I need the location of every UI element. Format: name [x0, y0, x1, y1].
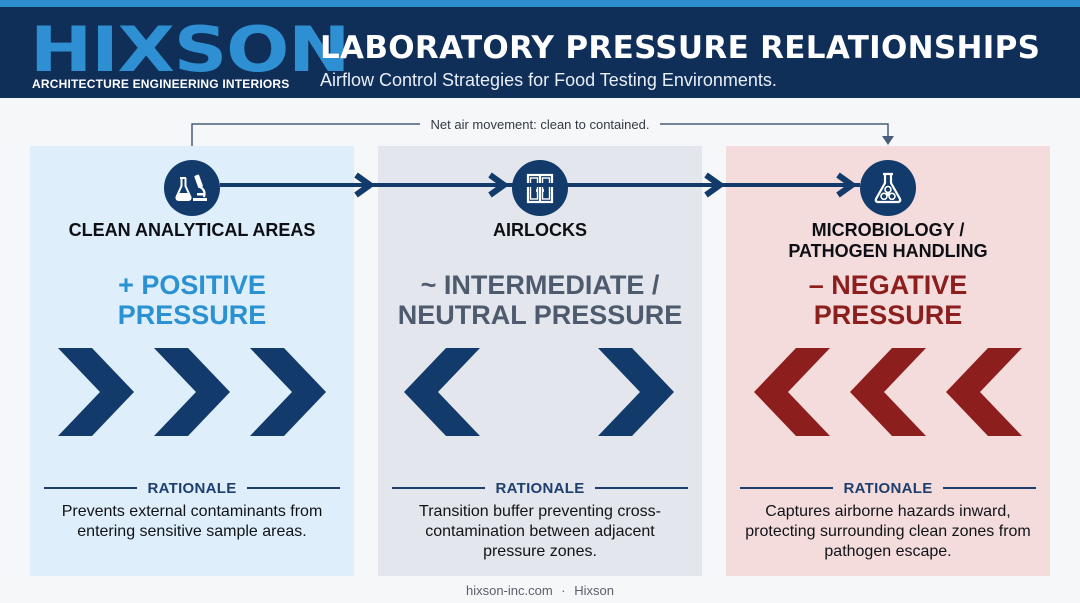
- pressure-line: + POSITIVE: [118, 270, 266, 300]
- rationale-header: RATIONALE: [740, 479, 1036, 497]
- chevron-left-icon: [850, 348, 926, 436]
- rationale-header: RATIONALE: [44, 479, 340, 497]
- biohazard-flask-icon: [860, 160, 916, 216]
- zone-panel-airlocks: AIRLOCKS ~ INTERMEDIATE / NEUTRAL PRESSU…: [378, 146, 702, 576]
- footer: hixson-inc.com · Hixson: [0, 583, 1080, 598]
- chevron-right-icon: [154, 348, 230, 436]
- divider: [740, 487, 834, 489]
- zone-panel-clean-analytical: CLEAN ANALYTICAL AREAS + POSITIVE PRESSU…: [30, 146, 354, 576]
- page-subtitle: Airflow Control Strategies for Food Test…: [320, 70, 777, 90]
- flow-arrow-icon: [354, 172, 376, 198]
- divider: [392, 487, 486, 489]
- arrowhead-down-icon: [882, 136, 894, 145]
- chevron-left-icon: [754, 348, 830, 436]
- page-title: LABORATORY PRESSURE RELATIONSHIPS: [320, 30, 1041, 66]
- chevron-right-icon: [250, 348, 326, 436]
- chevron-left-icon: [946, 348, 1022, 436]
- header-banner: HIXSON ARCHITECTURE ENGINEERING INTERIOR…: [0, 0, 1080, 98]
- flow-arrow-icon: [704, 172, 726, 198]
- rationale-text: Prevents external contaminants from ente…: [61, 503, 323, 540]
- chevron-right-icon: [58, 348, 134, 436]
- pressure-line: ~ INTERMEDIATE /: [420, 270, 660, 300]
- microscope-flask-icon: [164, 160, 220, 216]
- logo-tagline: ARCHITECTURE ENGINEERING INTERIORS: [32, 77, 290, 91]
- flow-arrow-icon: [836, 172, 858, 198]
- pressure-line: – NEGATIVE: [808, 270, 968, 300]
- pressure-label-neutral: ~ INTERMEDIATE / NEUTRAL PRESSURE: [378, 270, 702, 330]
- hixson-logo: HIXSON: [30, 13, 350, 86]
- divider: [594, 487, 688, 489]
- divider: [246, 487, 340, 489]
- rationale-label: RATIONALE: [495, 479, 585, 497]
- pressure-line: PRESSURE: [813, 300, 963, 330]
- zone-name-line: MICROBIOLOGY /: [811, 220, 965, 240]
- pressure-label-positive: + POSITIVE PRESSURE: [30, 270, 354, 330]
- chevrons-inward-left: [754, 348, 1022, 436]
- double-door-icon: [512, 160, 568, 216]
- rationale-header: RATIONALE: [392, 479, 688, 497]
- pressure-line: PRESSURE: [117, 300, 267, 330]
- rationale-label: RATIONALE: [147, 479, 237, 497]
- footer-brand: Hixson: [574, 583, 615, 598]
- rationale-label: RATIONALE: [843, 479, 933, 497]
- rationale-text: Transition buffer preventing cross-conta…: [419, 503, 661, 560]
- divider: [942, 487, 1036, 489]
- zone-name-line: PATHOGEN HANDLING: [788, 241, 988, 261]
- net-air-movement-label: Net air movement: clean to contained.: [420, 116, 660, 134]
- pressure-label-negative: – NEGATIVE PRESSURE: [726, 270, 1050, 330]
- zone-panel-microbiology: MICROBIOLOGY / PATHOGEN HANDLING – NEGAT…: [726, 146, 1050, 576]
- chevron-right-icon: [598, 348, 674, 436]
- pressure-line: NEUTRAL PRESSURE: [397, 300, 683, 330]
- chevron-left-icon: [404, 348, 480, 436]
- zone-name: AIRLOCKS: [493, 220, 587, 240]
- zone-name: MICROBIOLOGY / PATHOGEN HANDLING: [726, 220, 1050, 262]
- footer-site-link[interactable]: hixson-inc.com: [465, 583, 553, 598]
- rationale-text: Captures airborne hazards inward, protec…: [745, 503, 1031, 560]
- footer-separator: ·: [561, 583, 566, 598]
- zone-name: CLEAN ANALYTICAL AREAS: [68, 220, 316, 240]
- divider: [44, 487, 138, 489]
- flow-arrow-icon: [488, 172, 510, 198]
- chevrons-bidirectional: [404, 348, 674, 436]
- chevrons-outward-right: [58, 348, 326, 436]
